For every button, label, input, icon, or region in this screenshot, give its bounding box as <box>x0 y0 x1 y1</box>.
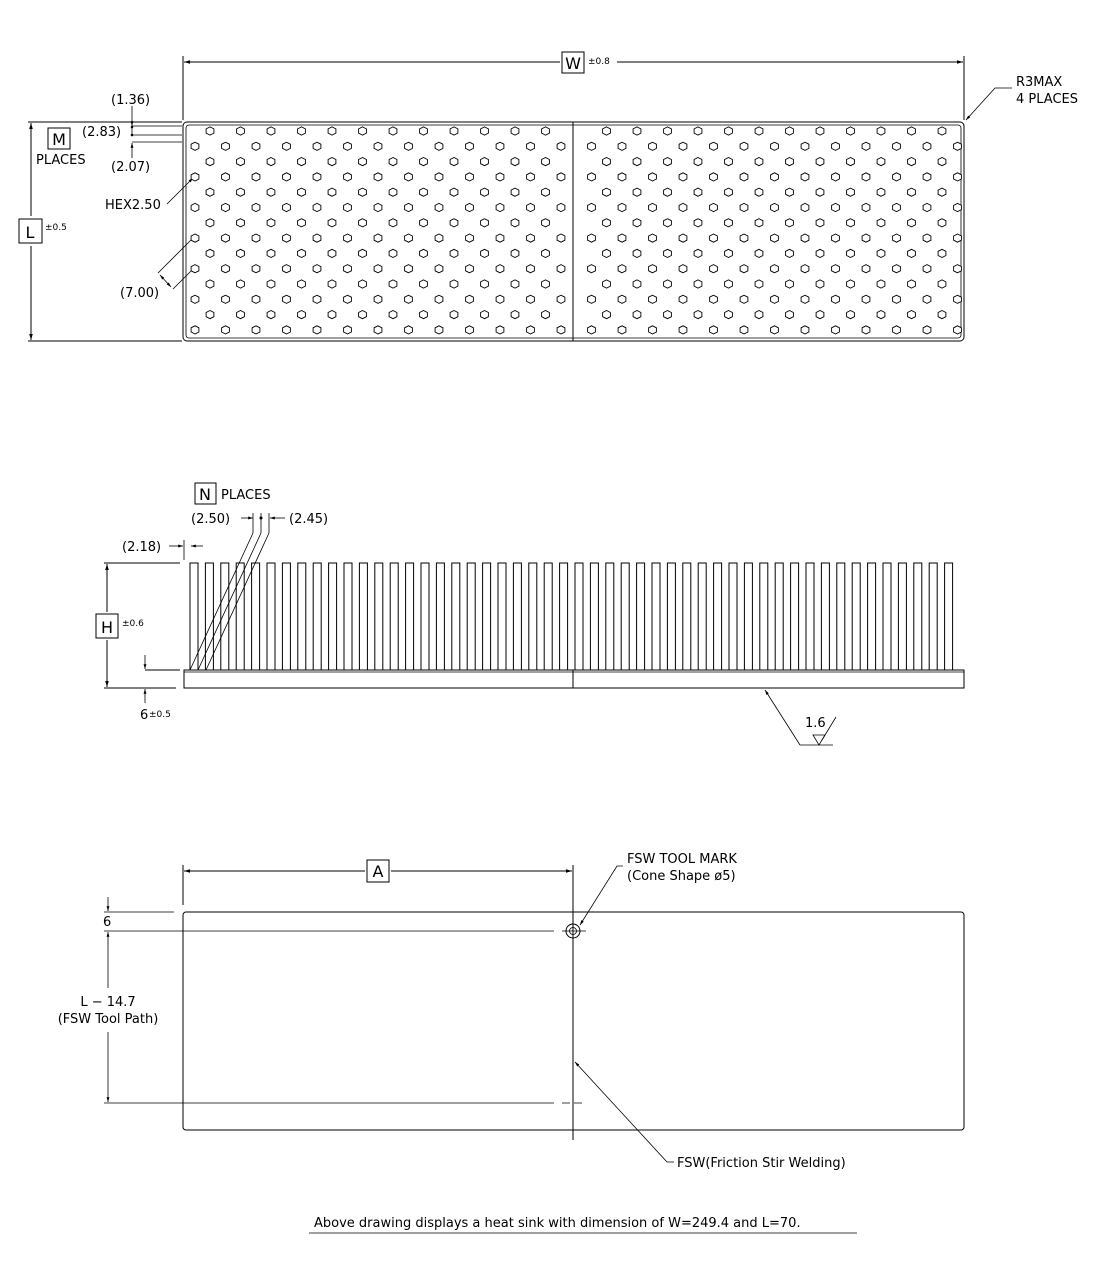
h-label: H <box>101 618 113 637</box>
side-view: N PLACES (2.50) (2.45) (2.18) H ±0.6 6 ±… <box>95 482 965 746</box>
n-label: N <box>199 485 211 504</box>
fin-array <box>189 562 954 671</box>
offset-6: 6 <box>103 915 111 930</box>
tool-path-formula: L − 14.7 <box>80 995 135 1010</box>
tool-path-label: (FSW Tool Path) <box>58 1012 159 1027</box>
l-tol: ±0.5 <box>45 223 67 233</box>
edge-offset-dim: (2.18) <box>122 540 161 555</box>
n-label-box <box>194 482 217 505</box>
m-label: M <box>52 130 66 149</box>
n-places: PLACES <box>221 488 271 503</box>
l-label: L <box>26 223 35 242</box>
m-label-box <box>47 127 71 150</box>
tool-mark-shape: (Cone Shape ø5) <box>627 869 736 884</box>
h-tol: ±0.6 <box>122 619 144 629</box>
fin-gap-dim: (2.50) <box>191 512 230 527</box>
base-thk: 6 <box>140 708 148 723</box>
bottom-view: A FSW TOOL MARK (Cone Shape ø5) 6 L − 14… <box>58 852 965 1171</box>
r3max-note: R3MAX <box>1016 75 1062 90</box>
base-tol: ±0.5 <box>149 710 171 720</box>
h-label-box <box>95 613 119 639</box>
m-places: PLACES <box>36 153 86 168</box>
base-plate <box>183 669 965 689</box>
footer-caption: Above drawing displays a heat sink with … <box>314 1216 801 1231</box>
w-label-box <box>561 51 585 74</box>
fin-thickness-dim: (2.45) <box>289 512 328 527</box>
top-view: W ±0.8 R3MAX 4 PLACES L ±0.5 M PLACES (1… <box>18 51 1078 342</box>
hex-hole-pattern <box>190 126 962 335</box>
dim-2-83: (2.83) <box>82 125 121 140</box>
dim-2-07: (2.07) <box>111 160 150 175</box>
surface-finish: 1.6 <box>805 716 826 731</box>
tool-mark-note: FSW TOOL MARK <box>627 852 737 867</box>
bottom-plate <box>182 911 965 1131</box>
fsw-note: FSW(Friction Stir Welding) <box>677 1156 846 1171</box>
dim-1-36: (1.36) <box>111 93 150 108</box>
hex-label: HEX2.50 <box>105 198 161 213</box>
pitch-label: (7.00) <box>120 286 159 301</box>
a-label: A <box>373 862 384 881</box>
w-label: W <box>565 54 581 73</box>
a-label-box <box>366 859 390 883</box>
w-tol: ±0.8 <box>588 57 610 67</box>
four-places-note: 4 PLACES <box>1016 92 1078 107</box>
l-label-box <box>18 218 43 244</box>
